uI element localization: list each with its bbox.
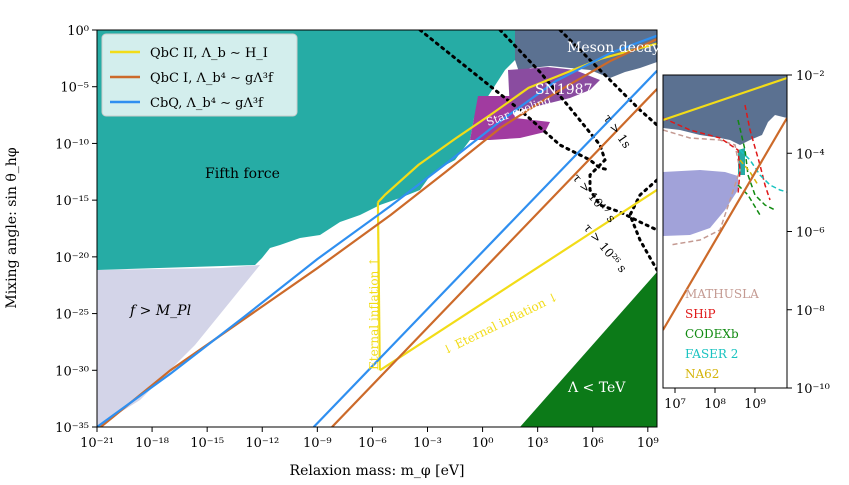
inset-legend-faser2: FASER 2 — [685, 347, 738, 361]
y-tick-label-7: 10⁻³⁵ — [55, 421, 89, 436]
series-line-6 — [312, 70, 657, 427]
inset-legend-na62: NA62 — [685, 367, 719, 381]
tau-line-1s — [418, 30, 612, 172]
inset-x-tick-label-0: 10⁷ — [664, 397, 686, 412]
inset-legend: MATHUSLA SHiP CODEXb FASER 2 NA62 — [685, 287, 759, 381]
label-sn1987a: SN1987A — [535, 82, 603, 98]
inset-y-tick-label-1: 10⁻⁴ — [796, 147, 825, 162]
legend: QbC II, Λ_b ∼ H_I QbC I, Λ_b⁴ ∼ gΛ³f CbQ… — [101, 33, 298, 117]
annotation-eternal-inflation-down: ↓ Eternal inflation ↓ — [440, 289, 560, 357]
y-tick-label-1: 10⁻⁵ — [60, 81, 89, 96]
series-line-2 — [379, 188, 657, 372]
inset-curve-ship — [663, 104, 771, 201]
inset-x-tick-label-1: 10⁸ — [704, 397, 726, 412]
x-tick-label-6: 10⁻³ — [413, 436, 442, 451]
label-lambda-lt-tev: Λ < TeV — [567, 380, 626, 396]
inset-y-tick-label-3: 10⁻⁸ — [796, 304, 825, 319]
inset-curve-mathusla — [663, 129, 741, 246]
y-tick-label-5: 10⁻²⁵ — [55, 308, 89, 323]
y-axis-label: Mixing angle: sin θ_hφ — [4, 147, 20, 308]
annotation-tau-1e17s: τ > 10¹⁷ s — [570, 171, 619, 225]
inset-region-meson-decays — [663, 75, 787, 145]
series-line-1 — [376, 202, 381, 371]
x-tick-label-10: 10⁹ — [637, 436, 659, 451]
x-tick-label-8: 10³ — [527, 436, 549, 451]
label-fifth-force: Fifth force — [205, 166, 280, 182]
label-meson-decays: Meson decays — [567, 40, 667, 56]
inset-x-tick-label-2: 10⁹ — [744, 397, 766, 412]
inset-legend-codexb: CODEXb — [685, 327, 739, 341]
inset-curve-faser2 — [739, 149, 787, 193]
inset-legend-mathusla: MATHUSLA — [685, 287, 759, 301]
main-plot-frame — [96, 29, 658, 428]
tau-line-1e17s — [498, 30, 657, 232]
legend-box — [101, 33, 298, 117]
inset-curve-na62 — [739, 159, 759, 186]
inset-y-tick-label-2: 10⁻⁶ — [796, 226, 825, 241]
y-tick-label-6: 10⁻³⁰ — [55, 364, 89, 379]
region-f-gt-mpl — [97, 265, 260, 427]
tau-line-1e26s — [558, 30, 657, 272]
annotation-eternal-inflation-up: Eternal inflation ↑ — [367, 257, 381, 370]
x-tick-label-1: 10⁻¹⁸ — [135, 436, 169, 451]
x-axis-label: Relaxion mass: m_φ [eV] — [290, 463, 465, 479]
inset-region-sn1987a — [663, 170, 738, 236]
legend-label-cbq: CbQ, Λ_b⁴ ∼ gΛ³f — [150, 96, 264, 111]
x-tick-label-4: 10⁻⁹ — [303, 436, 332, 451]
legend-label-qbc-ii: QbC II, Λ_b ∼ H_I — [150, 46, 268, 61]
x-tick-label-7: 10⁰ — [472, 436, 494, 451]
x-tick-label-0: 10⁻²¹ — [80, 436, 114, 451]
inset-series-qbc-ii — [663, 76, 787, 122]
inset-y-tick-label-0: 10⁻² — [796, 69, 825, 84]
x-tick-label-9: 10⁶ — [582, 436, 604, 451]
series-line-5 — [97, 34, 657, 427]
x-tick-label-2: 10⁻¹⁵ — [190, 436, 224, 451]
inset-y-tick-label-4: 10⁻¹⁰ — [796, 382, 830, 397]
series-line-4 — [331, 88, 657, 427]
annotation-tau-1e26s: τ > 10²⁶ s — [581, 221, 630, 275]
region-lambda-lt-tev — [520, 272, 657, 427]
y-tick-label-2: 10⁻¹⁰ — [55, 137, 89, 152]
inset-legend-ship: SHiP — [685, 307, 716, 321]
inset-curve-codexb — [737, 119, 776, 216]
y-tick-label-4: 10⁻²⁰ — [55, 251, 89, 266]
legend-label-qbc-i: QbC I, Λ_b⁴ ∼ gΛ³f — [150, 71, 274, 86]
x-tick-label-3: 10⁻¹² — [245, 436, 279, 451]
inset-series-qbc-i — [663, 117, 787, 331]
x-tick-label-5: 10⁻⁶ — [358, 436, 387, 451]
y-tick-label-3: 10⁻¹⁵ — [55, 194, 89, 209]
label-f-gt-mpl: f > M_Pl — [129, 303, 191, 319]
y-tick-label-0: 10⁰ — [67, 24, 89, 39]
